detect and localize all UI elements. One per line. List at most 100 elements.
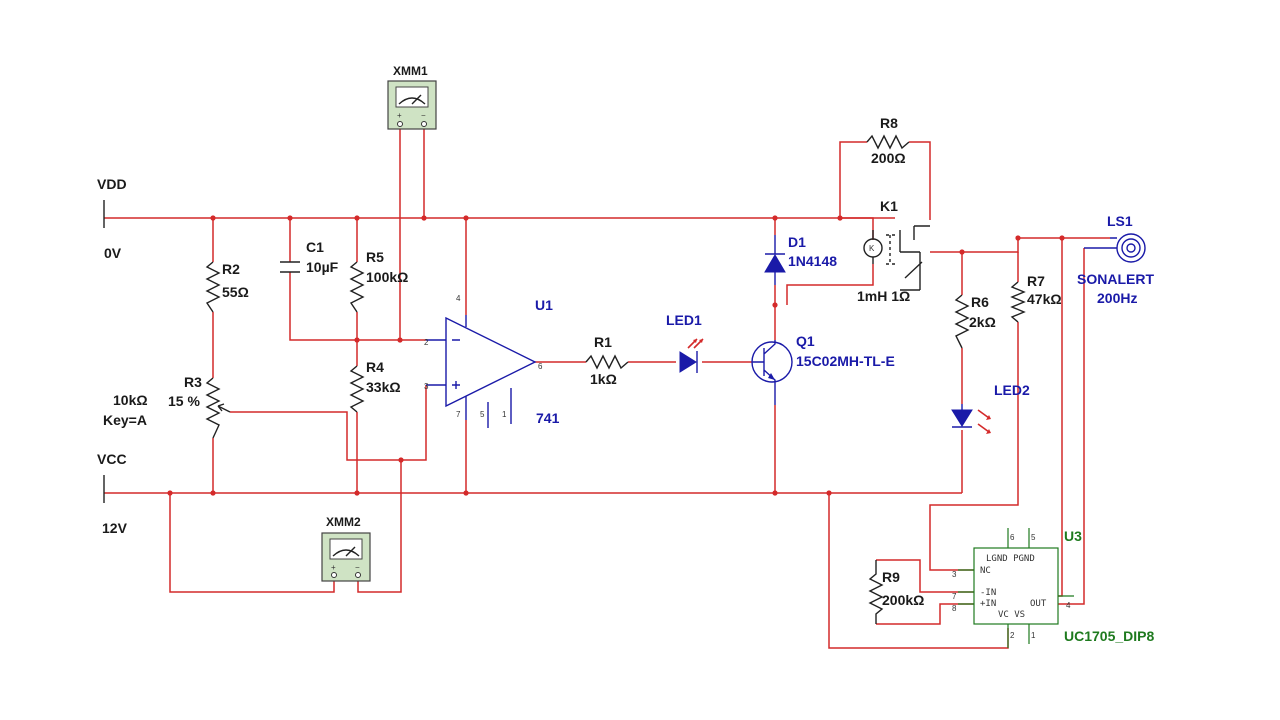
svg-text:R6: R6 <box>971 294 989 310</box>
svg-text:R1: R1 <box>594 334 612 350</box>
resistor-r5[interactable]: R5 100kΩ <box>349 249 408 313</box>
svg-text:200Ω: 200Ω <box>871 150 906 166</box>
resistor-icon <box>349 261 365 313</box>
svg-text:SONALERT: SONALERT <box>1077 271 1154 287</box>
resistor-icon <box>866 134 910 150</box>
svg-text:2kΩ: 2kΩ <box>969 314 996 330</box>
vcc-source[interactable]: VCC 12V <box>97 451 128 536</box>
svg-text:K1: K1 <box>880 198 898 214</box>
svg-text:R7: R7 <box>1027 273 1045 289</box>
resistor-r7[interactable]: R7 47kΩ <box>1010 273 1062 323</box>
diode-d1[interactable]: D1 1N4148 <box>764 234 837 285</box>
svg-text:OUT: OUT <box>1030 599 1047 609</box>
svg-text:R5: R5 <box>366 249 384 265</box>
svg-text:5: 5 <box>480 410 485 419</box>
svg-text:15 %: 15 % <box>168 393 200 409</box>
led-icon <box>951 409 973 427</box>
relay-k1[interactable]: K K1 1mH 1Ω <box>857 198 930 304</box>
svg-text:UC1705_DIP8: UC1705_DIP8 <box>1064 628 1154 644</box>
svg-text:R4: R4 <box>366 359 384 375</box>
svg-text:LS1: LS1 <box>1107 213 1133 229</box>
resistor-r9[interactable]: R9 200kΩ <box>868 560 924 624</box>
svg-text:47kΩ: 47kΩ <box>1027 291 1062 307</box>
svg-text:7: 7 <box>456 410 461 419</box>
vdd-source[interactable]: VDD 0V <box>97 176 127 261</box>
svg-text:10kΩ: 10kΩ <box>113 392 148 408</box>
svg-text:C1: C1 <box>306 239 324 255</box>
svg-text:1N4148: 1N4148 <box>788 253 837 269</box>
vdd-name: VDD <box>97 176 127 192</box>
capacitor-c1[interactable]: C1 10µF <box>280 239 339 275</box>
svg-text:Q1: Q1 <box>796 333 815 349</box>
resistor-r4[interactable]: R4 33kΩ <box>349 359 401 413</box>
svg-text:R2: R2 <box>222 261 240 277</box>
svg-text:U3: U3 <box>1064 528 1082 544</box>
capacitor-icon <box>280 261 300 273</box>
ic-u3[interactable]: LGND PGND NC -IN +IN OUT VC VS 6 5 3 7 8… <box>952 528 1154 648</box>
multimeter-xmm1[interactable]: XMM1 + − <box>387 64 437 130</box>
wires <box>104 128 1110 649</box>
svg-text:R9: R9 <box>882 569 900 585</box>
svg-text:15C02MH-TL-E: 15C02MH-TL-E <box>796 353 895 369</box>
svg-text:LED1: LED1 <box>666 312 702 328</box>
resistor-icon <box>349 365 365 413</box>
svg-text:+IN: +IN <box>980 599 996 609</box>
diode-icon <box>765 235 785 285</box>
svg-text:4: 4 <box>1066 601 1071 610</box>
svg-text:5: 5 <box>1031 533 1036 542</box>
svg-text:R3: R3 <box>184 374 202 390</box>
junction-dots <box>167 215 1065 496</box>
resistor-r8[interactable]: R8 200Ω <box>866 115 910 166</box>
resistor-icon <box>205 261 221 313</box>
resistor-r2[interactable]: R2 55Ω <box>205 261 249 313</box>
resistor-icon <box>868 560 884 624</box>
speaker-ls1[interactable]: LS1 SONALERT 200Hz <box>1077 213 1154 306</box>
svg-text:VC VS: VC VS <box>998 610 1025 620</box>
svg-text:Key=A: Key=A <box>103 412 147 428</box>
potentiometer-icon <box>205 377 221 439</box>
svg-text:NC: NC <box>980 566 991 576</box>
svg-text:K: K <box>869 244 875 253</box>
svg-text:741: 741 <box>536 410 560 426</box>
svg-text:200Hz: 200Hz <box>1097 290 1137 306</box>
svg-text:−: − <box>421 111 426 120</box>
resistor-icon <box>954 294 970 349</box>
svg-text:+: + <box>331 563 336 572</box>
svg-text:2: 2 <box>424 338 429 347</box>
svg-text:1kΩ: 1kΩ <box>590 371 617 387</box>
svg-text:100kΩ: 100kΩ <box>366 269 408 285</box>
xmm1-label: XMM1 <box>393 64 428 78</box>
svg-text:1: 1 <box>502 410 507 419</box>
svg-text:3: 3 <box>952 570 957 579</box>
svg-text:55Ω: 55Ω <box>222 284 249 300</box>
svg-text:4: 4 <box>456 294 461 303</box>
resistor-r1[interactable]: R1 1kΩ <box>585 334 629 387</box>
xmm2-label: XMM2 <box>326 515 361 529</box>
resistor-r6[interactable]: R6 2kΩ <box>954 294 996 349</box>
led-led2[interactable]: LED2 <box>951 382 1030 434</box>
svg-text:D1: D1 <box>788 234 806 250</box>
resistor-icon <box>585 354 629 370</box>
opamp-u1[interactable]: 4 2 3 6 7 5 1 U1 741 <box>424 294 560 428</box>
svg-text:200kΩ: 200kΩ <box>882 592 924 608</box>
svg-text:LGND PGND: LGND PGND <box>986 554 1035 564</box>
svg-text:1: 1 <box>1031 631 1036 640</box>
meter-dial-icon <box>332 549 360 557</box>
svg-text:7: 7 <box>952 592 957 601</box>
svg-text:10µF: 10µF <box>306 259 339 275</box>
resistor-icon <box>1010 281 1026 323</box>
led-led1[interactable]: LED1 <box>666 312 704 373</box>
ic-package-icon <box>973 547 1059 625</box>
transistor-q1[interactable]: Q1 15C02MH-TL-E <box>751 333 895 405</box>
potentiometer-r3[interactable]: R3 10kΩ 15 % Key=A <box>103 374 231 439</box>
svg-text:3: 3 <box>424 382 429 391</box>
vcc-name: VCC <box>97 451 127 467</box>
svg-text:6: 6 <box>538 362 543 371</box>
svg-text:R8: R8 <box>880 115 898 131</box>
opamp-icon <box>445 316 537 408</box>
multimeter-xmm2[interactable]: XMM2 + − <box>321 515 371 582</box>
sonalert-buzzer-icon <box>1116 233 1146 263</box>
svg-text:−: − <box>355 563 360 572</box>
svg-text:+: + <box>397 111 402 120</box>
